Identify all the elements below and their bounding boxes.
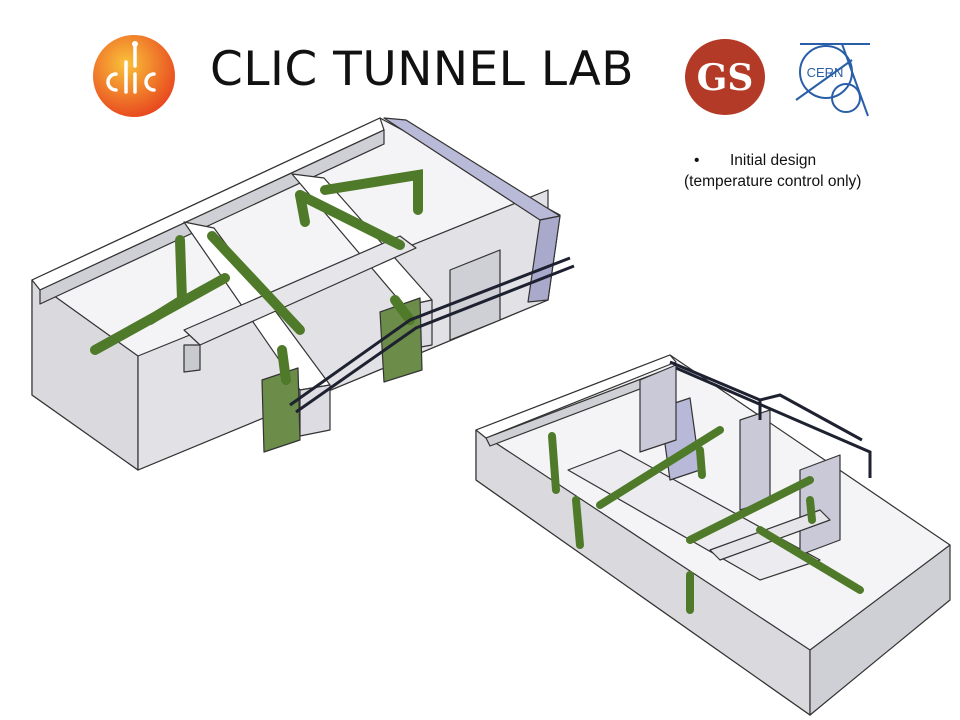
bullet-text-line2: (temperature control only) bbox=[684, 173, 862, 190]
bullet-item: • Initial design bbox=[684, 150, 934, 171]
tunnel-model-small bbox=[475, 354, 951, 716]
cern-logo: CERN bbox=[792, 40, 874, 118]
bullet-marker: • bbox=[694, 152, 700, 169]
pipes-large bbox=[289, 256, 575, 414]
pipes-small bbox=[669, 360, 872, 478]
bullet-text-line1: Initial design bbox=[730, 152, 817, 169]
svg-text:CERN: CERN bbox=[807, 65, 844, 80]
tunnel-model-large bbox=[31, 117, 561, 471]
ducts-large bbox=[90, 169, 423, 385]
ducts-small bbox=[548, 426, 864, 614]
svg-text:GS: GS bbox=[697, 57, 754, 99]
bullet-list: • Initial design (temperature control on… bbox=[684, 150, 934, 193]
gs-logo: GS bbox=[684, 38, 766, 116]
clic-logo bbox=[92, 34, 176, 118]
slide-title: CLIC TUNNEL LAB bbox=[210, 42, 635, 97]
